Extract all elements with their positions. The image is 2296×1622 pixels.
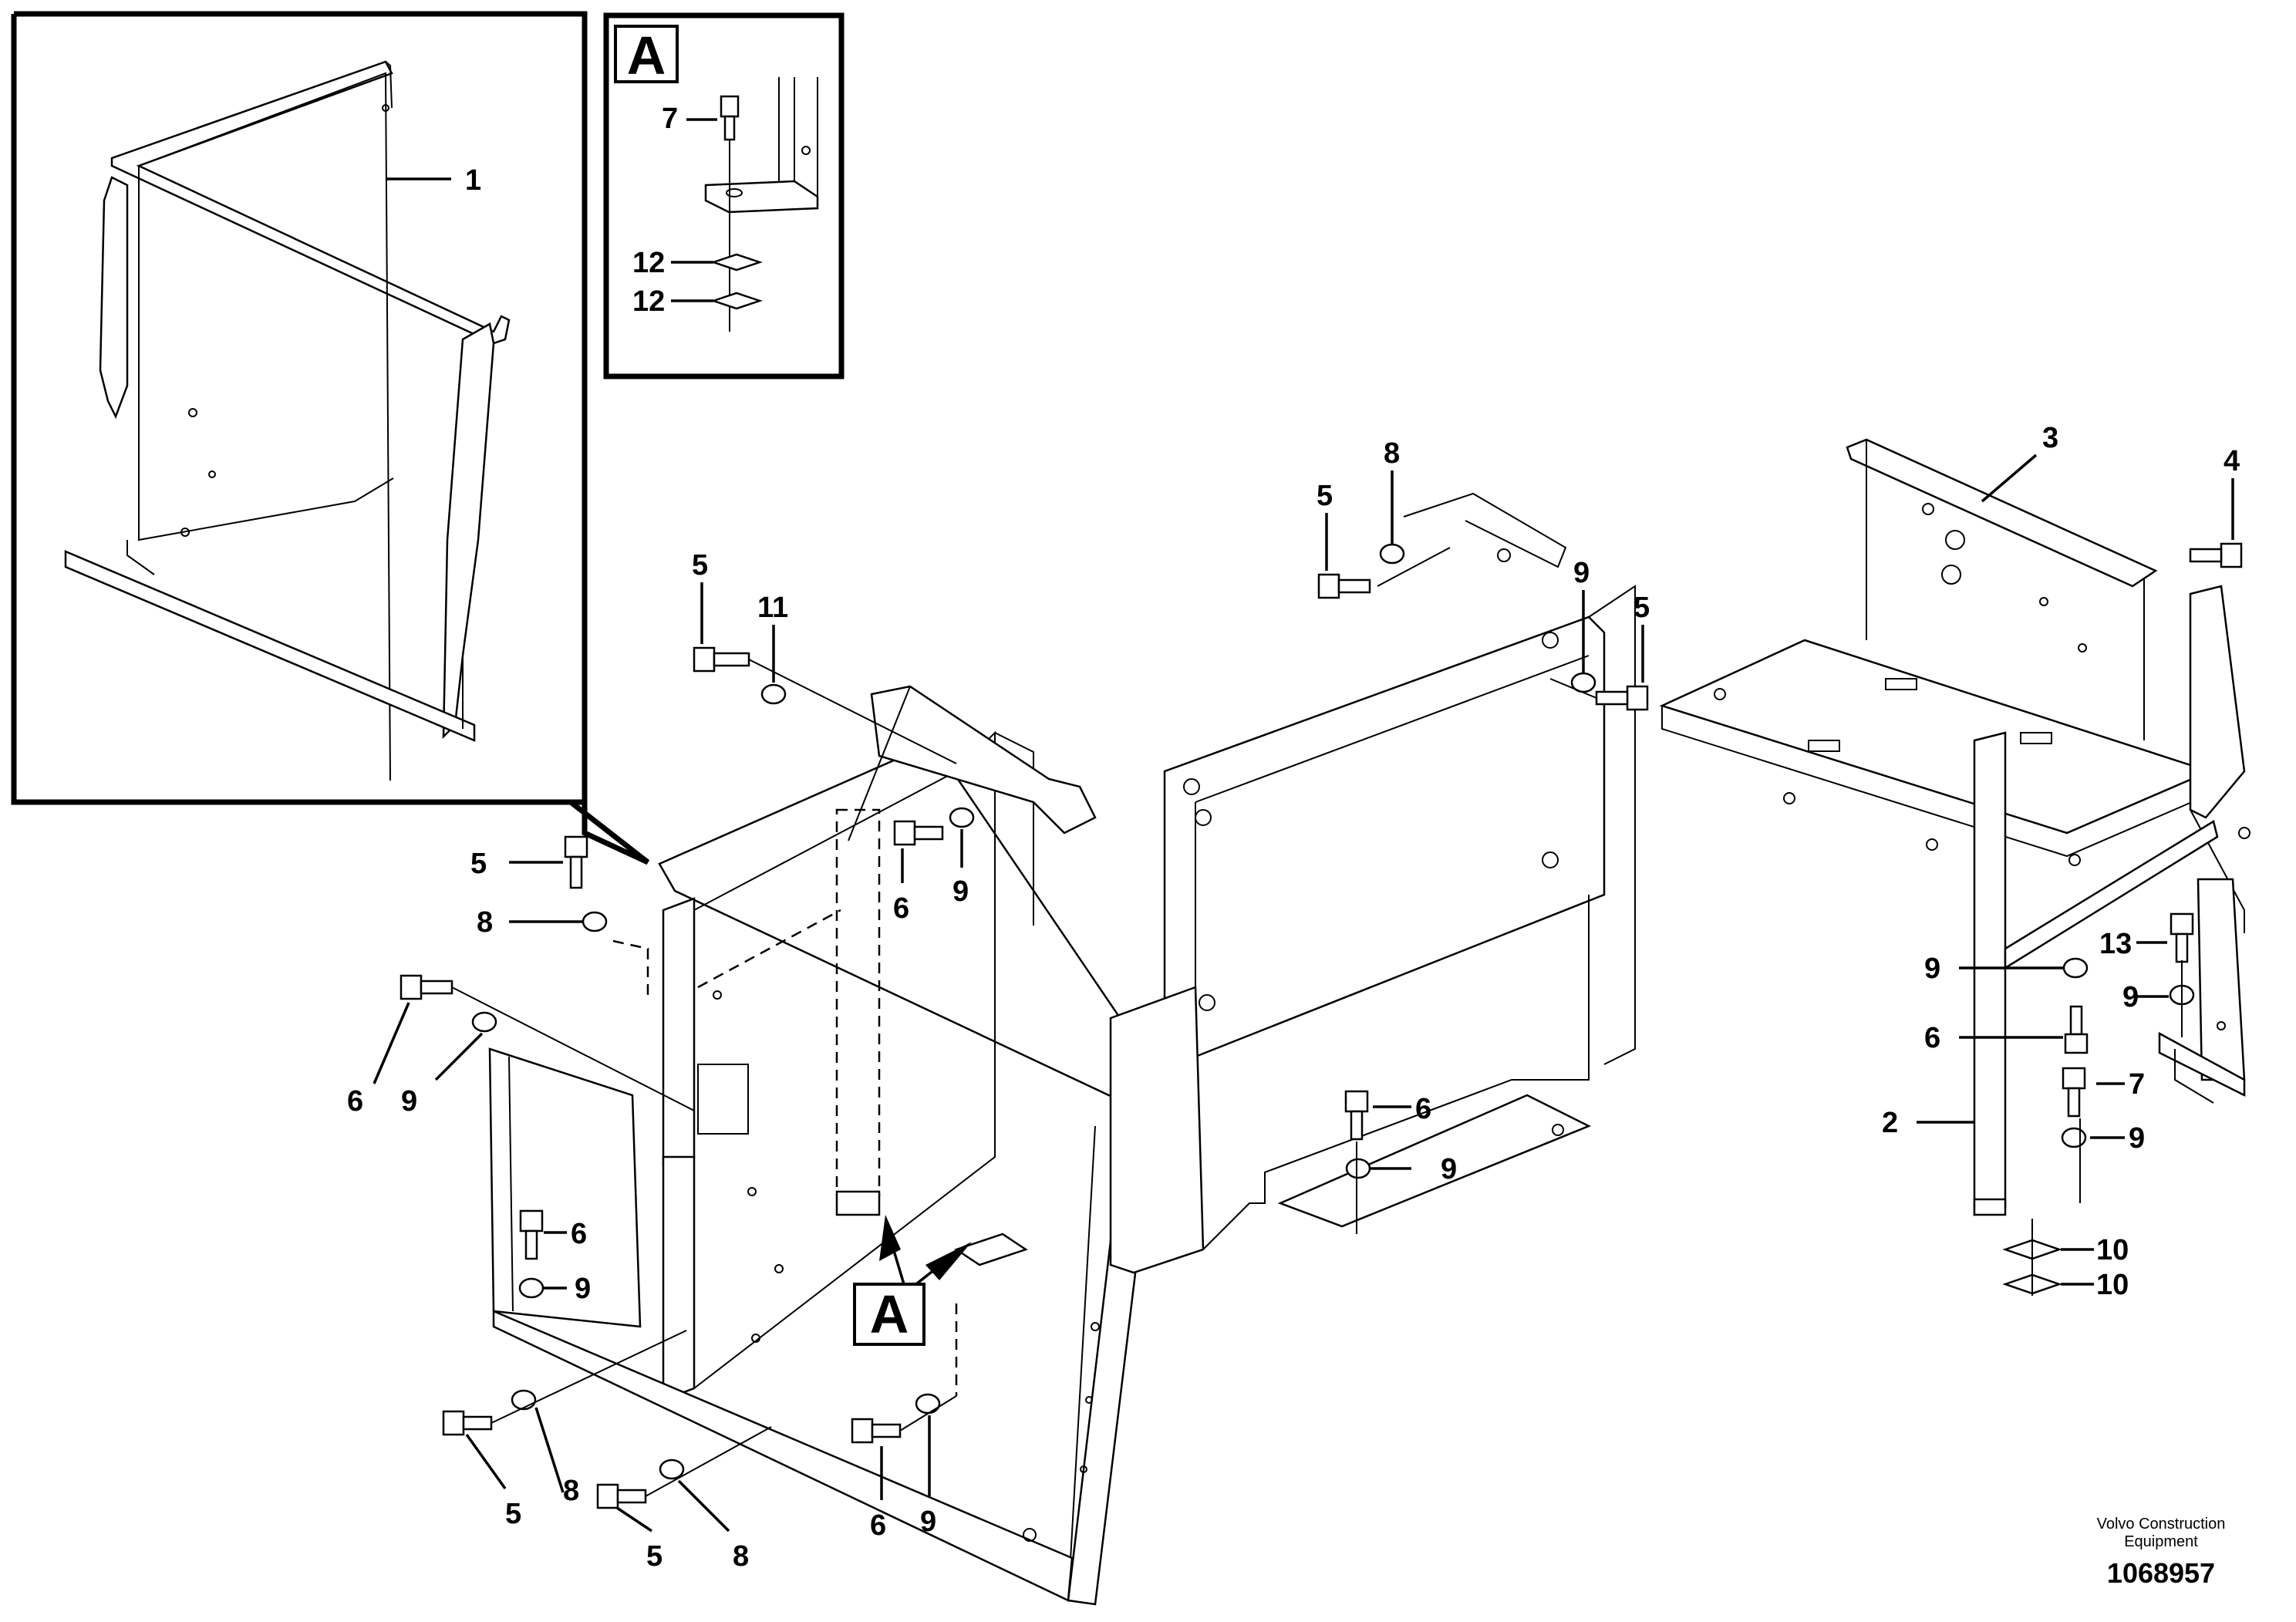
bolt-icon [1344,1090,1369,1141]
drawing-number: 1068957 [2107,1557,2215,1589]
callout-5: 5 [1633,592,1650,624]
washer-icon [471,1011,497,1033]
washer-icon [760,683,787,705]
washer-icon [2061,1127,2087,1148]
callout-6: 6 [870,1509,886,1542]
callout-5: 5 [505,1498,521,1530]
callout-3: 3 [2042,422,2058,454]
washer-icon [1379,543,1405,565]
bolt-icon [442,1410,493,1436]
callout-8: 8 [563,1475,579,1507]
callout-9: 9 [1441,1153,1457,1185]
callout-6: 6 [347,1085,363,1118]
washer-icon [518,1277,544,1299]
callout-10: 10 [2096,1234,2129,1266]
callout-9: 9 [575,1273,591,1305]
washer-icon [582,911,608,932]
callout-9: 9 [1924,953,1940,985]
main-front-frame [488,685,1166,1606]
washer-icon [915,1393,941,1415]
view-arrow-a: A [853,1215,972,1346]
callout-5: 5 [692,549,708,582]
callout-11: 11 [757,592,788,624]
bolt-icon [2062,1067,2086,1118]
callout-9: 9 [1573,557,1590,589]
bolt-icon [564,835,588,889]
callout-8: 8 [733,1540,749,1573]
washer-icon [1345,1158,1371,1179]
bolt-icon [1595,685,1649,711]
center-housing [1109,492,1636,1274]
inset-detail-a: A 7 12 12 [603,12,845,379]
brand-line-2: Equipment [2124,1533,2198,1550]
callout-9: 9 [920,1506,936,1538]
callout-9: 9 [2129,1122,2145,1155]
washer-icon [2062,957,2089,979]
callouts: 5 11 5 8 5 9 3 4 5 8 6 9 6 9 6 9 6 9 5 8… [347,422,2240,1573]
callout-5: 5 [470,848,487,880]
bolt-icon [2189,542,2243,568]
washer-icon [511,1389,537,1411]
drawing-footer: Volvo Construction Equipment 1068957 [2097,1516,2226,1589]
bolt-icon [1317,573,1371,599]
inset-frame-detail: 1 [11,11,650,865]
callout-9: 9 [2122,981,2139,1013]
bolt-icon [851,1418,902,1444]
callout-2: 2 [1882,1107,1898,1139]
callout-7-detail: 7 [662,103,678,135]
washer-icon [949,807,975,828]
bolt-icon [2064,1005,2089,1054]
callout-6: 6 [571,1218,587,1250]
callout-9: 9 [401,1085,417,1118]
callout-12-upper: 12 [632,247,665,279]
callout-8: 8 [1384,437,1400,470]
fasteners [400,542,2243,1509]
callout-12-lower: 12 [632,285,665,318]
bolt-icon [400,974,453,1000]
callout-7: 7 [2129,1068,2145,1101]
view-a-label: A [870,1284,909,1344]
callout-6: 6 [1924,1022,1940,1054]
bolt-icon [519,1209,544,1260]
callout-5: 5 [646,1540,663,1573]
callout-1: 1 [465,164,481,197]
callout-9: 9 [952,875,969,908]
bolt-icon [693,646,750,673]
callout-6: 6 [1415,1093,1431,1125]
bolt-icon [2170,912,2194,963]
callout-10: 10 [2096,1269,2129,1301]
bolt-icon [893,820,944,846]
washer-icon [659,1458,685,1480]
callout-4: 4 [2224,445,2240,477]
detail-a-label: A [627,25,666,86]
callout-8: 8 [477,906,493,939]
callout-5: 5 [1317,480,1333,512]
callout-6: 6 [893,892,909,925]
callout-13: 13 [2099,928,2132,960]
bolt-icon [596,1483,647,1509]
right-seat-frame [1659,438,2250,1216]
brand-line-1: Volvo Construction [2097,1516,2226,1533]
